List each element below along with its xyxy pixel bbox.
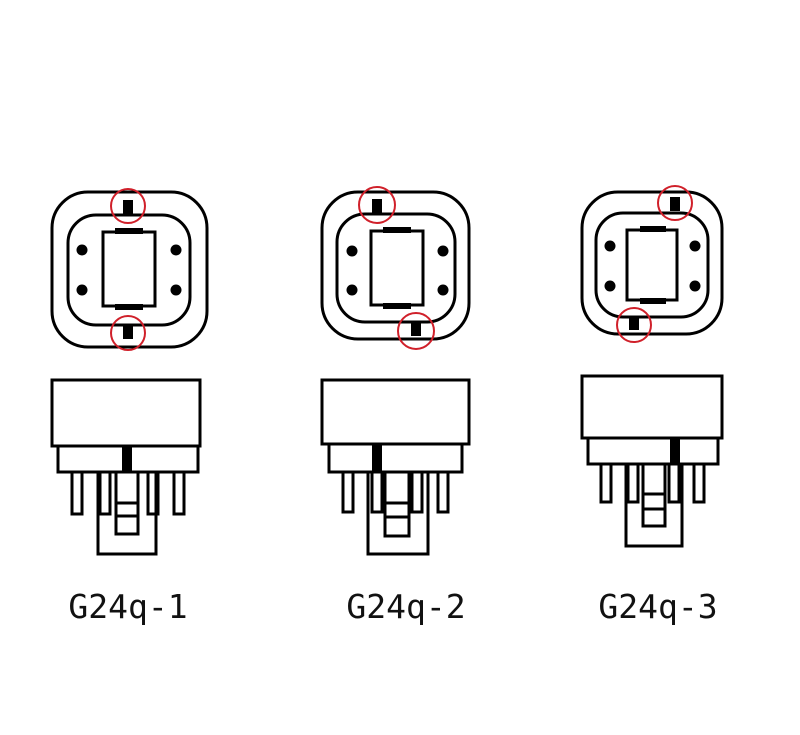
- top-ridge: [383, 227, 411, 233]
- base-g24q-1: [50, 188, 209, 556]
- pin-dot: [346, 245, 358, 257]
- base-label-g24q-1: G24q-1: [68, 587, 188, 626]
- pin-dot: [170, 244, 182, 256]
- key-highlight-circle: [616, 307, 652, 343]
- key-notch-top: [372, 199, 382, 213]
- pin-dot: [346, 284, 358, 296]
- housing-body: [320, 378, 471, 446]
- pin-dot: [437, 284, 449, 296]
- pin-dot: [689, 280, 701, 292]
- side-pin: [626, 462, 640, 504]
- bottom-ridge: [383, 303, 411, 309]
- center-post: [624, 462, 684, 548]
- key-highlight-circle: [110, 188, 146, 224]
- pin-dot: [76, 244, 88, 256]
- side-pin: [70, 470, 84, 516]
- housing-body: [50, 378, 202, 448]
- side-view-g24q-3: [580, 374, 724, 548]
- key-ridge-side: [670, 438, 680, 464]
- bottom-ridge: [640, 298, 666, 304]
- outer-housing: [50, 190, 209, 349]
- key-highlight-circle: [110, 315, 146, 351]
- key-notch-top: [670, 197, 680, 211]
- center-block: [625, 228, 679, 302]
- side-pin: [436, 470, 450, 514]
- side-view-g24q-2: [320, 378, 471, 556]
- key-notch-bottom: [123, 325, 133, 339]
- side-view-g24q-1: [50, 378, 202, 556]
- pin-dot: [689, 240, 701, 252]
- housing-flange: [586, 436, 720, 466]
- housing-body: [580, 374, 724, 440]
- key-highlight-circle: [358, 186, 396, 224]
- outer-housing: [320, 190, 471, 341]
- side-pin: [599, 462, 613, 504]
- base-g24q-3: [580, 185, 724, 548]
- key-notch-top: [123, 200, 133, 214]
- key-ridge-side: [372, 444, 382, 472]
- side-pin: [98, 470, 112, 516]
- top-ridge: [640, 226, 666, 232]
- bottom-ridge: [115, 304, 143, 310]
- pin-dot: [170, 284, 182, 296]
- side-pin: [667, 462, 681, 504]
- side-pin: [370, 470, 384, 514]
- base-label-g24q-2: G24q-2: [346, 587, 466, 626]
- side-pin: [410, 470, 424, 514]
- top-view-g24q-3: [580, 190, 724, 336]
- key-notch-bottom: [629, 316, 639, 330]
- key-notch-bottom: [411, 322, 421, 336]
- key-ridge-side: [122, 446, 132, 472]
- base-g24q-2: [320, 186, 471, 556]
- pin-dot: [604, 240, 616, 252]
- center-block: [101, 230, 157, 308]
- key-highlight-circle: [657, 185, 693, 221]
- side-pin: [172, 470, 186, 516]
- pin-dot: [604, 280, 616, 292]
- top-ridge: [115, 228, 143, 234]
- housing-flange: [327, 442, 464, 474]
- base-label-g24q-3: G24q-3: [598, 587, 718, 626]
- side-pin: [692, 462, 706, 504]
- top-view-g24q-2: [320, 190, 471, 341]
- inner-ring: [594, 211, 710, 319]
- pin-dot: [76, 284, 88, 296]
- pin-dot: [437, 245, 449, 257]
- top-view-g24q-1: [50, 190, 209, 349]
- center-block: [369, 229, 425, 307]
- inner-ring: [335, 212, 457, 324]
- key-highlight-circle: [397, 312, 435, 350]
- side-pin: [341, 470, 355, 514]
- outer-housing: [580, 190, 724, 336]
